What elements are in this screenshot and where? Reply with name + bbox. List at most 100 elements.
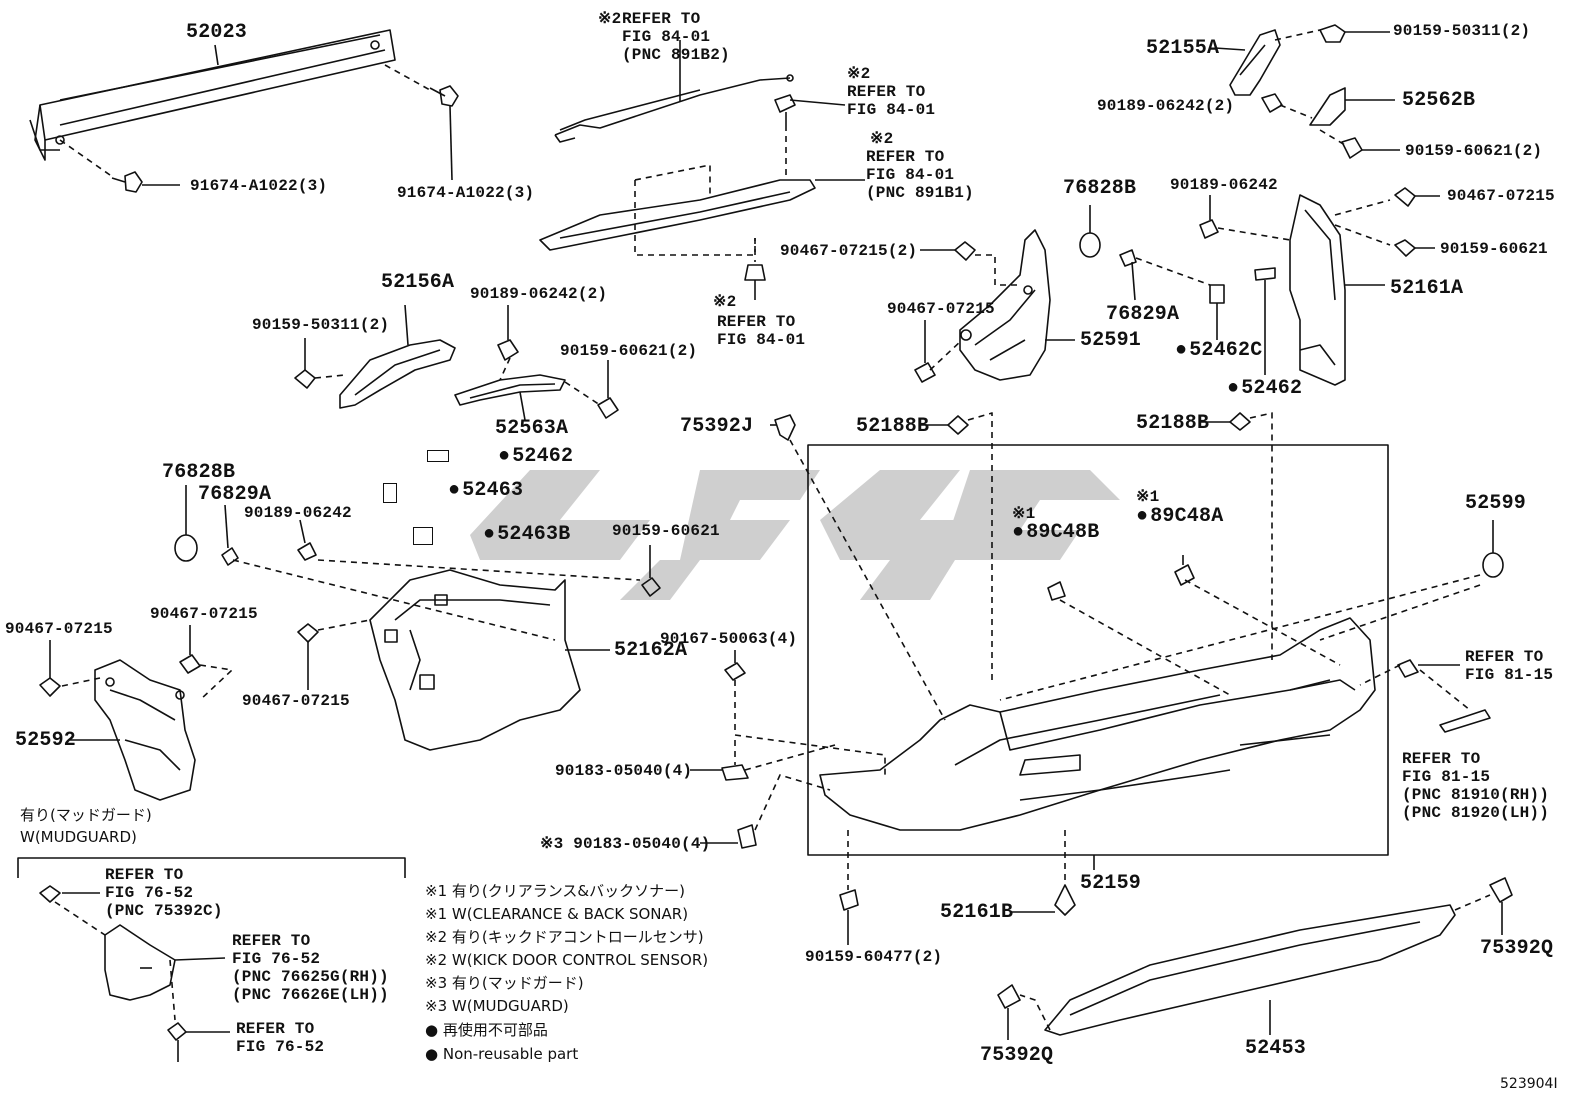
leader-91674-right: [384, 64, 431, 91]
label-ref2c: REFER TO FIG 84-01 (PNC 891B1): [866, 148, 974, 202]
moulding-ref-81-15: [1439, 709, 1491, 733]
label-52162A: 52162A: [614, 639, 688, 662]
label-90159-60621-2r: 90159-60621(2): [1405, 142, 1543, 160]
nut-90183-05040-m3: [700, 774, 831, 849]
label-52161B: 52161B: [940, 901, 1014, 924]
clip-90189-06242-r: [1199, 195, 1291, 241]
clip-90189-06242-2l: [497, 305, 519, 381]
clip-52463B: [413, 527, 433, 545]
label-52591: 52591: [1080, 329, 1142, 352]
label-90189-06242-2l: 90189-06242(2): [470, 285, 608, 303]
label-mudguard-jp: 有り(マッドガード): [20, 806, 152, 824]
label-52462-r: 52462: [1227, 378, 1302, 400]
label-ref-76-52-c: REFER TO FIG 76-52: [236, 1020, 325, 1056]
bolt-91674-a: [429, 85, 459, 181]
label-90159-50311-r: 90159-50311(2): [1393, 22, 1531, 40]
bolt-90467-07215-l2: [179, 625, 233, 701]
label-ref-76-52-a: REFER TO FIG 76-52 (PNC 75392C): [105, 866, 223, 920]
label-52188B-l: 52188B: [856, 415, 930, 438]
clip-75392J: [770, 414, 796, 441]
nut-90183-05040: [690, 744, 836, 781]
part-52453: [1044, 904, 1456, 1036]
clip-52462-l: [427, 450, 449, 462]
clip-76829A-l: [221, 504, 239, 566]
bolt-90467-07215-r: [1394, 187, 1440, 207]
label-52462C: 52462C: [1175, 340, 1262, 362]
diagram-id: 523904I: [1500, 1076, 1558, 1092]
bumper-assembly-box: [807, 444, 1389, 856]
sensor-bracket-891B1: [539, 125, 865, 262]
mudguard-part: [104, 924, 226, 1001]
leader-91674-left: [59, 139, 111, 176]
note-nonreusable-en: ● Non-reusable part: [425, 1045, 579, 1063]
label-52188B-r: 52188B: [1136, 412, 1210, 435]
label-52155A: 52155A: [1146, 37, 1220, 60]
label-90159-60621-r: 90159-60621: [1440, 240, 1548, 258]
note-2-en: ※2 W(KICK DOOR CONTROL SENSOR): [425, 951, 709, 969]
screw-90159-60477: [839, 830, 859, 945]
label-52156A: 52156A: [381, 271, 455, 294]
sensor-holder-89C48A: [1174, 555, 1195, 586]
label-52023: 52023: [186, 21, 248, 44]
label-90467-07215-c: 90467-07215: [887, 300, 995, 318]
clip-52462C: [1209, 284, 1225, 304]
label-ref2b: REFER TO FIG 84-01: [847, 83, 936, 119]
label-90467-07215-l2: 90467-07215: [150, 605, 258, 623]
label-90467-07215-l3: 90467-07215: [242, 692, 350, 710]
part-52562B: [1309, 87, 1395, 126]
label-mark1b: ※1: [1136, 488, 1160, 506]
label-76828B-l: 76828B: [162, 461, 236, 484]
label-52463B: 52463B: [483, 524, 570, 546]
grommet-76828B-l: [174, 485, 198, 562]
clip-top: [774, 94, 846, 125]
part-52156A: [339, 304, 456, 409]
label-52453: 52453: [1245, 1037, 1307, 1060]
label-52599: 52599: [1465, 492, 1527, 515]
part-52162A: [369, 569, 610, 751]
label-91674-a1022-left: 91674-A1022(3): [190, 177, 328, 195]
note-nonreusable-jp: ● 再使用不可部品: [425, 1021, 548, 1039]
clip-bottom: [744, 264, 766, 300]
bolt-90467-07215-2c: [920, 241, 976, 261]
grommet-76828B-r: [1079, 205, 1101, 258]
sensor-holder-89C48B: [1047, 581, 1066, 601]
label-76828B-r: 76828B: [1063, 177, 1137, 200]
bolt-91674-b: [111, 171, 180, 193]
label-52159: 52159: [1080, 872, 1142, 895]
clip-52161B: [1010, 830, 1076, 916]
label-90159-60621-l: 90159-60621: [612, 522, 720, 540]
label-ref-81-15-b: REFER TO FIG 81-15 (PNC 81910(RH)) (PNC …: [1402, 750, 1550, 822]
label-90159-60477: 90159-60477(2): [805, 948, 943, 966]
label-ref2c-mark: ※2: [870, 130, 894, 148]
bolt-90467-07215-l1: [39, 640, 101, 697]
label-90183-05040-m3: ※3 90183-05040(4): [540, 835, 711, 853]
label-52563A: 52563A: [495, 417, 569, 440]
notes-legend: ※1 有り(クリアランス&バックソナー) ※1 W(CLEARANCE & BA…: [425, 882, 708, 1063]
clip-75392Q-r: [1489, 877, 1513, 935]
part-52023-beam: [29, 29, 396, 161]
part-52591: [959, 229, 1075, 381]
label-mark1a: ※1: [1012, 505, 1036, 523]
clip-90189-06242-2r: [1261, 93, 1283, 113]
note-3-jp: ※3 有り(マッドガード): [425, 974, 584, 992]
label-90183-05040: 90183-05040(4): [555, 762, 693, 780]
mudguard-bracket-line: [17, 857, 406, 878]
part-52563A: [454, 374, 566, 421]
leader-52023: [214, 44, 219, 66]
bolt-90159-60621-r: [1394, 239, 1435, 257]
label-52161A: 52161A: [1390, 277, 1464, 300]
label-52463: 52463: [448, 480, 523, 502]
bolt-90159-60621-2r: [1341, 137, 1400, 159]
label-52562B: 52562B: [1402, 89, 1476, 112]
label-ref2a: REFER TO FIG 84-01 (PNC 891B2): [622, 10, 730, 64]
label-90467-07215-r: 90467-07215: [1447, 187, 1555, 205]
clip-76829A-c: [1119, 249, 1211, 301]
label-76829A-c: 76829A: [1106, 303, 1180, 326]
note-3-en: ※3 W(MUDGUARD): [425, 997, 569, 1015]
note-2-jp: ※2 有り(キックドアコントロールセンサ): [425, 928, 704, 946]
label-90159-60621-2l: 90159-60621(2): [560, 342, 698, 360]
bolt-90159-60621-2l: [564, 360, 619, 419]
label-52462-l: 52462: [498, 446, 573, 468]
clip-ref-81-15: [1397, 659, 1460, 678]
